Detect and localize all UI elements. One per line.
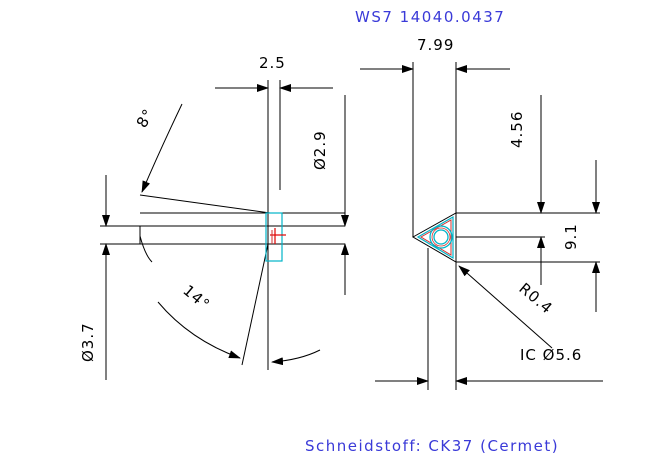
side-insert bbox=[265, 212, 286, 262]
inscribed-circle bbox=[429, 225, 453, 249]
insert-inner-outline bbox=[420, 219, 452, 256]
dim-label-inscribed-circle: IC Ø5.6 bbox=[520, 346, 582, 364]
side-view bbox=[100, 80, 349, 380]
angle-8-arc bbox=[141, 103, 183, 193]
part-number: WS7 14040.0437 bbox=[355, 8, 505, 26]
angle-8-line bbox=[139, 194, 271, 214]
material-label: Schneidstoff: CK37 (Cermet) bbox=[305, 437, 559, 455]
side-insert-outline bbox=[265, 212, 283, 262]
dim-label-diameter-shank: Ø2.9 bbox=[311, 130, 329, 170]
dim-label-angle-top: 8° bbox=[133, 105, 158, 130]
dim-label-height-total: 9.1 bbox=[562, 223, 580, 250]
top-insert bbox=[416, 215, 454, 260]
dim-label-width-overall: 7.99 bbox=[417, 36, 454, 54]
angle-8-arc-low bbox=[139, 235, 153, 263]
insert-hole bbox=[433, 229, 449, 245]
angle-14-arc-right bbox=[271, 349, 321, 366]
dim-label-width-top: 2.5 bbox=[259, 54, 286, 72]
dim-label-radius: R0.4 bbox=[515, 279, 556, 317]
dim-label-height-upper: 4.56 bbox=[508, 111, 526, 148]
angle-14-arc bbox=[157, 301, 241, 359]
dim-label-diameter-body: Ø3.7 bbox=[79, 322, 97, 362]
insert-triangle bbox=[411, 212, 457, 263]
angle-14-line bbox=[241, 243, 269, 366]
top-view bbox=[360, 62, 603, 390]
radius-leader bbox=[458, 265, 553, 349]
dim-label-angle-bottom: 14° bbox=[179, 281, 213, 314]
